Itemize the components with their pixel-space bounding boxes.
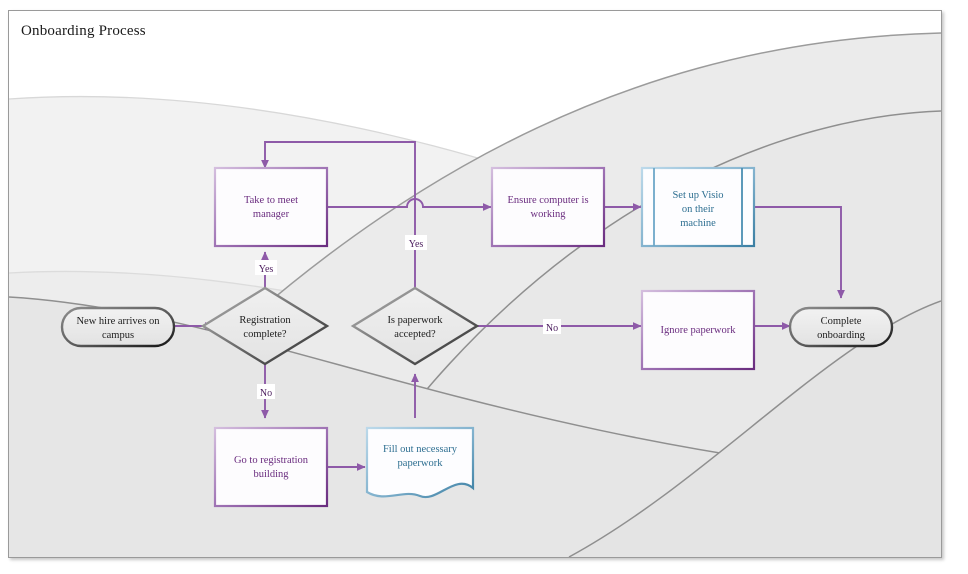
process-shape bbox=[490, 166, 606, 248]
node-go-to-registration-building[interactable]: Go to registration building bbox=[213, 426, 329, 508]
node-ensurepc-line1: Ensure computer is bbox=[507, 195, 588, 206]
chip bbox=[543, 319, 561, 334]
edge-label-paperwork-no: No bbox=[546, 323, 558, 334]
process-shape bbox=[213, 166, 329, 248]
node-start-line2: campus bbox=[102, 330, 134, 341]
node-fillpaper-line1: Fill out necessary bbox=[383, 444, 458, 455]
node-ensurepc-line2: working bbox=[531, 209, 567, 220]
node-meetmgr-line2: manager bbox=[253, 209, 290, 220]
node-setupvisio-line3: machine bbox=[680, 218, 716, 229]
process-shape bbox=[640, 289, 756, 371]
edge-label-paperwork-yes: Yes bbox=[409, 239, 424, 250]
node-registration-decision[interactable]: Registration complete? bbox=[200, 286, 330, 366]
node-ignore-paperwork[interactable]: Ignore paperwork bbox=[640, 289, 756, 371]
node-complete-line1: Complete bbox=[821, 316, 862, 327]
document-shape bbox=[365, 426, 475, 499]
edge-paperwork-yes bbox=[261, 141, 416, 288]
node-start[interactable]: New hire arrives on campus bbox=[60, 306, 176, 348]
edge-meetmgr-to-ensurepc bbox=[327, 198, 492, 211]
node-setupvisio-line1: Set up Visio bbox=[672, 190, 723, 201]
chip bbox=[255, 260, 277, 275]
node-goreg-line1: Go to registration bbox=[234, 455, 309, 466]
terminator-shape bbox=[788, 306, 894, 348]
node-goreg-line2: building bbox=[253, 469, 289, 480]
decision-shape bbox=[200, 286, 330, 366]
node-paperwork-line2: accepted? bbox=[394, 329, 436, 340]
node-ignore-line1: Ignore paperwork bbox=[661, 325, 737, 336]
edge-label-layer: Yes No Yes No bbox=[255, 235, 561, 399]
node-complete-onboarding[interactable]: Complete onboarding bbox=[788, 306, 894, 348]
node-ensure-computer-working[interactable]: Ensure computer is working bbox=[490, 166, 606, 248]
edge-label-registration-yes: Yes bbox=[259, 264, 274, 275]
node-complete-line2: onboarding bbox=[817, 330, 866, 341]
node-fill-out-paperwork[interactable]: Fill out necessary paperwork bbox=[365, 426, 475, 499]
node-meetmgr-line1: Take to meet bbox=[244, 195, 298, 206]
chip bbox=[257, 384, 275, 399]
bg-curve-6 bbox=[568, 300, 941, 557]
node-setupvisio-line2: on their bbox=[682, 204, 715, 215]
chip bbox=[405, 235, 427, 250]
edge-label-registration-no: No bbox=[260, 388, 272, 399]
node-take-to-meet-manager[interactable]: Take to meet manager bbox=[213, 166, 329, 248]
node-registration-line2: complete? bbox=[243, 329, 286, 340]
node-fillpaper-line2: paperwork bbox=[398, 458, 444, 469]
diagram-frame: New hire arrives on campus Registration … bbox=[8, 10, 942, 558]
node-set-up-visio[interactable]: Set up Visio on their machine bbox=[640, 166, 756, 248]
flowchart-layer: New hire arrives on campus Registration … bbox=[60, 141, 894, 508]
terminator-shape bbox=[60, 306, 176, 348]
edge-setupvisio-to-complete bbox=[754, 206, 845, 299]
node-paperwork-line1: Is paperwork bbox=[387, 315, 443, 326]
decision-shape bbox=[350, 286, 480, 366]
predefined-process-shape bbox=[640, 166, 756, 248]
page-title: Onboarding Process bbox=[21, 23, 146, 39]
node-paperwork-decision[interactable]: Is paperwork accepted? bbox=[350, 286, 480, 366]
process-shape bbox=[213, 426, 329, 508]
node-registration-line1: Registration bbox=[239, 315, 291, 326]
node-start-line1: New hire arrives on bbox=[76, 316, 160, 327]
bg-band-6 bbox=[569, 301, 941, 557]
